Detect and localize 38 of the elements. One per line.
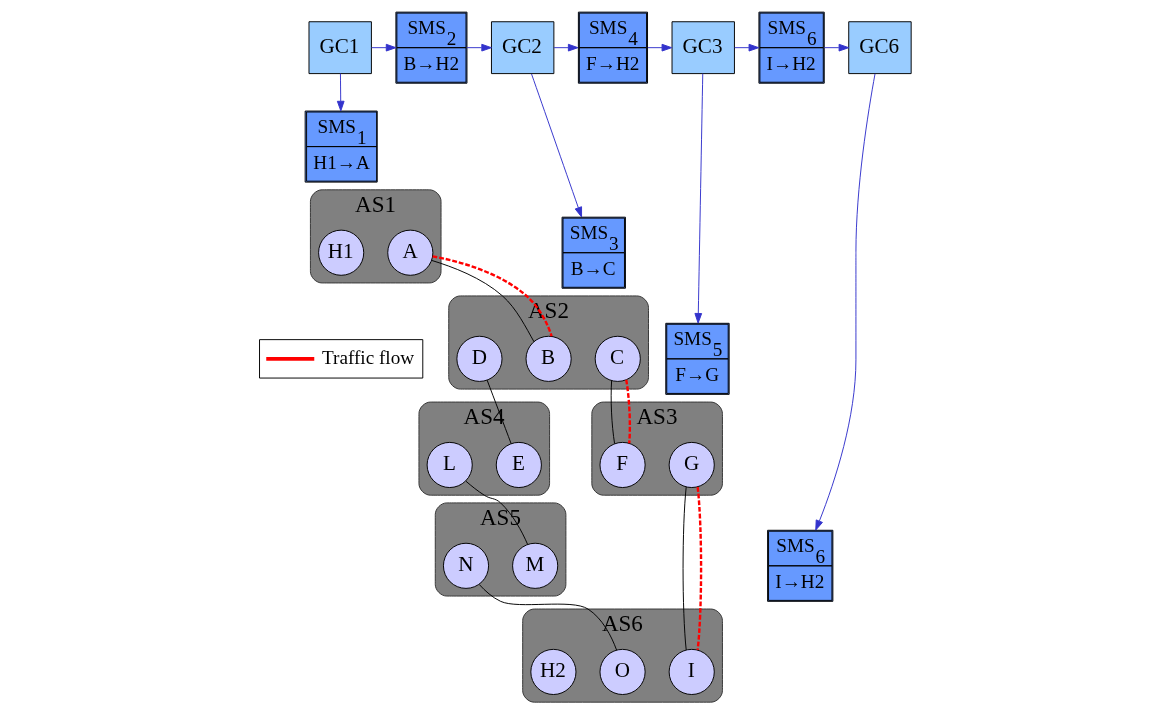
connector xyxy=(478,584,617,651)
connector xyxy=(431,255,553,337)
arrow xyxy=(530,73,582,218)
connector xyxy=(430,259,534,343)
legend-label: Traffic flow xyxy=(321,346,414,368)
connector xyxy=(695,486,702,651)
arrow xyxy=(814,73,875,531)
node-circle: L xyxy=(426,441,473,488)
arrow xyxy=(466,43,492,52)
node-circle: E xyxy=(495,441,542,488)
arrow xyxy=(823,43,849,52)
node-circle: C xyxy=(594,335,641,382)
node-circle: I xyxy=(668,648,715,695)
connector xyxy=(464,480,528,545)
node-box: GC6 xyxy=(847,21,912,75)
node-circle: D xyxy=(455,335,502,382)
node-box: GC3 xyxy=(671,21,735,75)
node-circle: N xyxy=(442,542,489,589)
node-circle: F xyxy=(599,441,646,488)
node-circle: A xyxy=(386,229,433,276)
arrow xyxy=(733,43,759,52)
node-circle: G xyxy=(668,441,715,488)
arrow xyxy=(336,73,345,112)
connector xyxy=(624,379,631,444)
arrow xyxy=(693,73,703,324)
connector xyxy=(682,486,687,651)
arrow xyxy=(370,43,396,52)
node-box: GC1 xyxy=(308,21,372,75)
node-box: GC2 xyxy=(490,21,554,75)
node-circle: O xyxy=(599,648,646,695)
arrow xyxy=(553,43,578,52)
connector xyxy=(486,379,512,445)
node-circle: M xyxy=(511,542,558,589)
node-circle: B xyxy=(525,335,572,382)
node-circle: H2 xyxy=(529,648,576,695)
arrow xyxy=(646,43,672,52)
node-circle: H1 xyxy=(317,229,364,276)
connector xyxy=(610,380,615,445)
